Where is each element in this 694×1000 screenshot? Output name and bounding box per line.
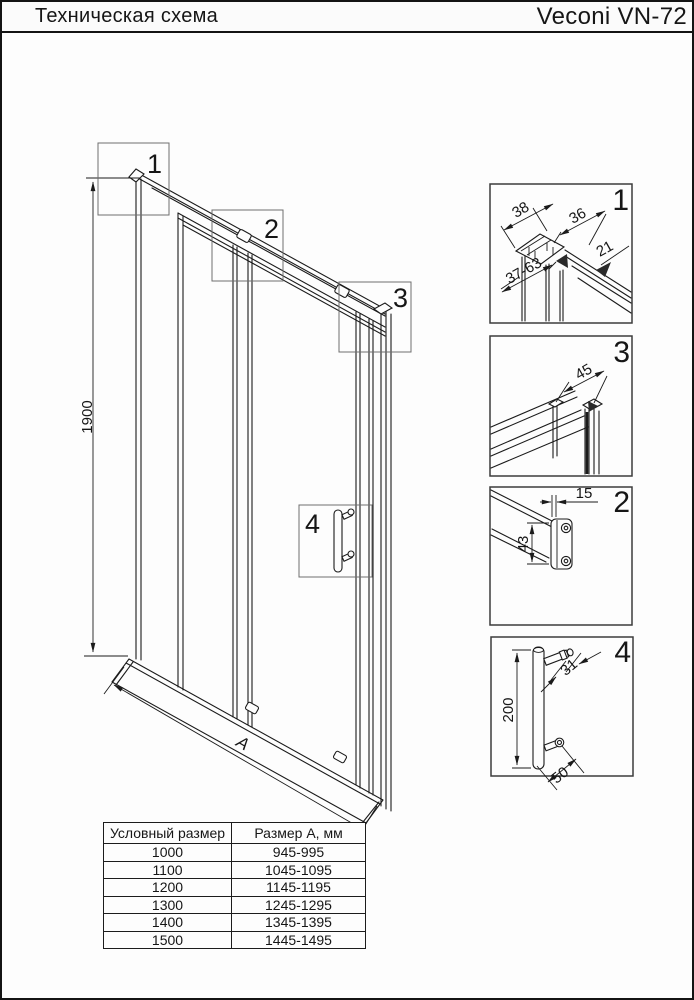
top-roller [236, 229, 252, 243]
detail-2-dims: 15 43 [515, 485, 598, 565]
cell-nominal: 1200 [103, 878, 232, 897]
dim-21: 21 [593, 238, 616, 261]
col-header-size-a: Размер А, мм [231, 822, 366, 844]
table-row: 1000 945-995 [103, 843, 366, 862]
cell-size-a: 1045-1095 [231, 860, 366, 879]
table-row: 1100 1045-1095 [103, 860, 366, 879]
page-title: Техническая схема [35, 5, 219, 27]
detail-1-number: 1 [612, 184, 629, 217]
cell-size-a: 1445-1495 [231, 930, 366, 949]
dim-50: 50 [548, 764, 572, 788]
detail-view-4: 4 200 [490, 636, 634, 791]
cell-nominal: 1300 [103, 895, 232, 914]
cell-nominal: 1000 [103, 843, 232, 862]
detail-2-number: 2 [613, 486, 630, 519]
table-row: 1200 1145-1195 [103, 878, 366, 897]
cell-nominal: 1500 [103, 930, 232, 949]
table-row: 1400 1345-1395 [103, 913, 366, 932]
callout-2: 2 [211, 209, 284, 282]
detail-view-1: 1 38 36 37-63 21 [489, 183, 633, 324]
main-door-view: 1900 A 1 2 3 4 [79, 142, 412, 841]
size-table-header-row: Условный размер Размер А, мм [103, 822, 366, 844]
cell-size-a: 1245-1295 [231, 895, 366, 914]
dim-1900: 1900 [79, 177, 140, 657]
col-header-nominal: Условный размер [103, 822, 232, 844]
detail-view-3: 3 45 [489, 335, 633, 477]
callout-3: 3 [338, 281, 412, 353]
size-table: Условный размер Размер А, мм 1000 945-99… [103, 822, 366, 949]
dim-15: 15 [576, 485, 593, 502]
model-name: Veconi VN-72 [536, 2, 687, 30]
cell-nominal: 1400 [103, 913, 232, 932]
dim-45: 45 [572, 361, 595, 384]
table-row: 1300 1245-1295 [103, 895, 366, 914]
title-bar: Техническая схема Veconi VN-72 [2, 2, 692, 33]
dim-38: 38 [509, 199, 532, 222]
handle-large [532, 646, 574, 770]
callout-1: 1 [97, 142, 170, 216]
callout-2-label: 2 [264, 214, 279, 244]
bottom-guide [332, 750, 348, 764]
callout-3-label: 3 [393, 283, 408, 313]
cell-size-a: 1345-1395 [231, 913, 366, 932]
detail-3-number: 3 [613, 336, 630, 369]
bottom-guide [244, 701, 260, 715]
callout-4: 4 [298, 504, 373, 578]
dim-43: 43 [515, 536, 532, 553]
cell-size-a: 1145-1195 [231, 878, 366, 897]
dim-1900-label: 1900 [79, 400, 96, 433]
handle-small [333, 508, 355, 573]
detail-4-number: 4 [614, 636, 631, 669]
cell-nominal: 1100 [103, 860, 232, 879]
dim-200: 200 [500, 697, 517, 722]
callout-1-label: 1 [147, 149, 162, 179]
table-row: 1500 1445-1495 [103, 930, 366, 949]
cell-size-a: 945-995 [231, 843, 366, 862]
callout-4-label: 4 [305, 509, 320, 539]
top-roller [334, 284, 350, 298]
detail-3-dims: 45 [555, 361, 608, 404]
dim-36: 36 [566, 205, 589, 228]
detail-view-2: 2 15 43 [489, 485, 633, 626]
